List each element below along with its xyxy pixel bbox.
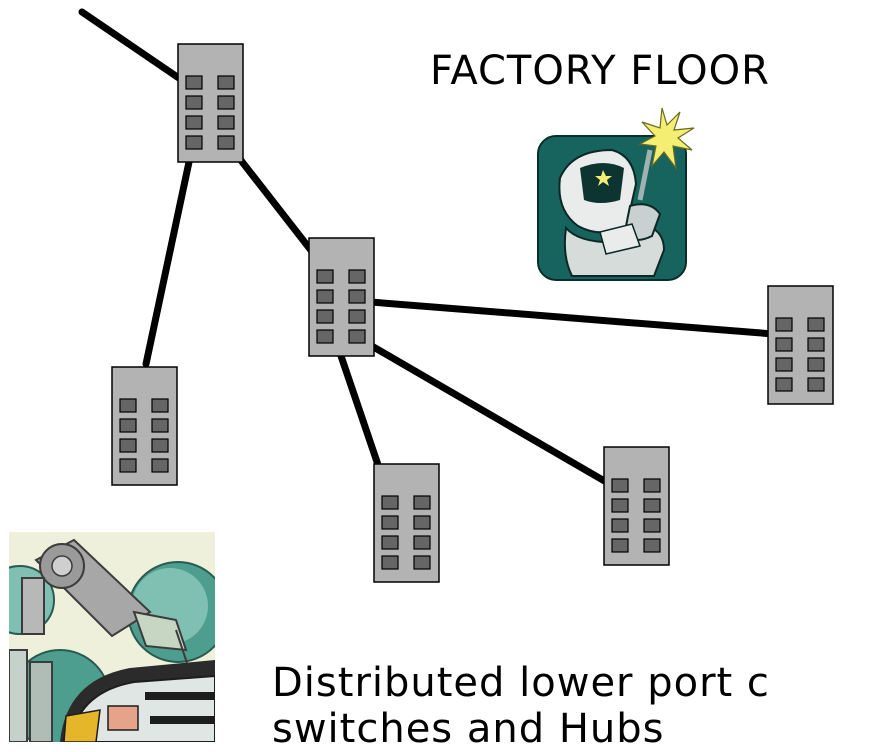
switch-top [177, 43, 244, 163]
robot-arm-icon [9, 532, 215, 742]
cable-top-to-left [142, 144, 196, 368]
switch-middle [308, 237, 375, 357]
caption-line-1: Distributed lower port c [272, 660, 770, 706]
cable-top-to-middle [225, 141, 328, 271]
cable-middle-to-right [354, 297, 790, 339]
caption-line-2: switches and Hubs [272, 706, 665, 752]
diagram-title: FACTORY FLOOR [430, 48, 770, 94]
cable-uplink [78, 8, 196, 91]
switch-bottom [373, 463, 440, 583]
switch-bottom-right [603, 446, 670, 566]
switch-left [111, 366, 178, 486]
switch-right [767, 285, 834, 405]
welder-icon [537, 107, 695, 281]
cable-middle-to-bottom-right [354, 334, 624, 494]
diagram-caption: Distributed lower port c switches and Hu… [272, 660, 770, 752]
